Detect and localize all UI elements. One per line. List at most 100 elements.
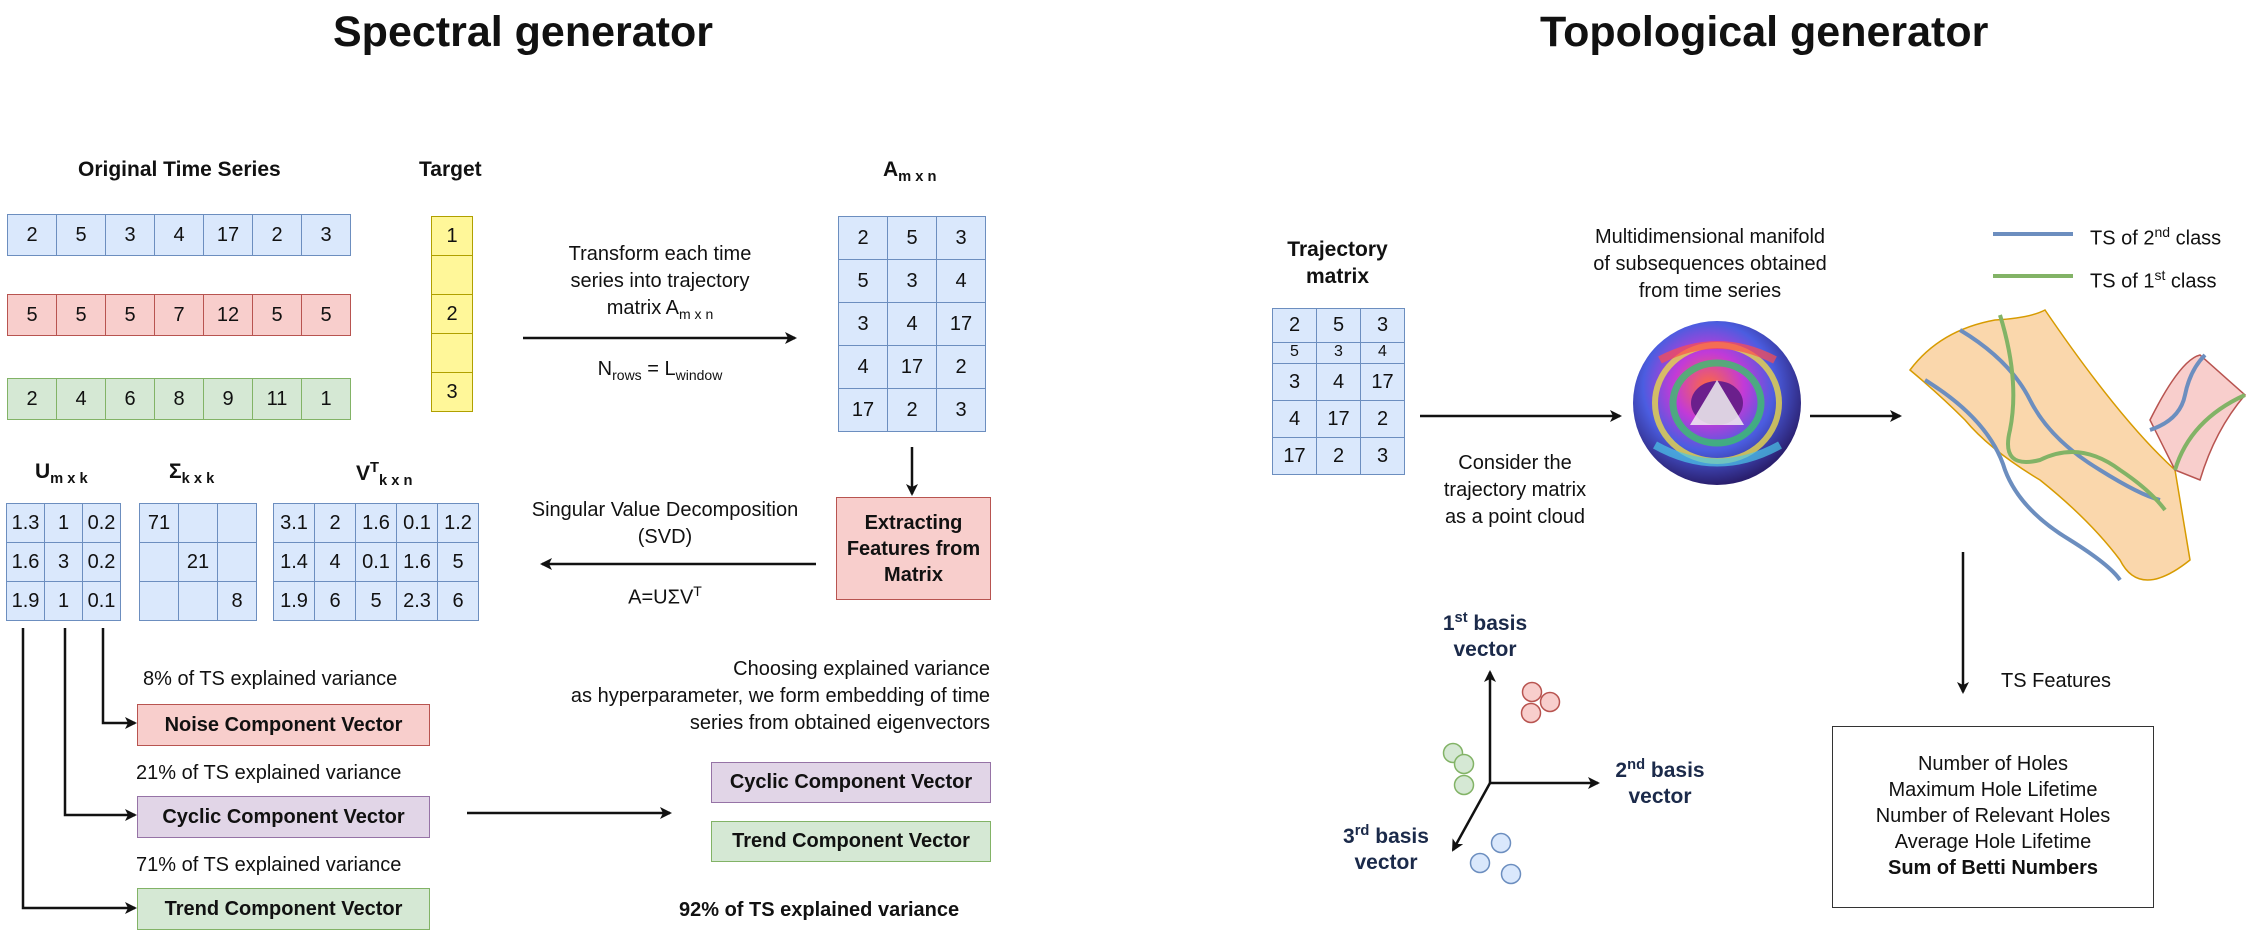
feature-item: Number of Holes <box>1917 753 2069 775</box>
V-cell: 1.4 <box>273 542 315 582</box>
target-column: 1 2 3 <box>431 216 473 412</box>
A-label: Am x n <box>883 158 937 185</box>
ts-features-label: TS Features <box>2001 670 2112 692</box>
S-cell <box>139 542 179 582</box>
nrows-sub: rows <box>612 367 642 383</box>
U-cell: 0.2 <box>82 542 121 582</box>
transform-text: Transform each time series into trajecto… <box>520 241 800 328</box>
traj-cell: 4 <box>1360 342 1405 364</box>
nrows-eq: = L <box>641 358 676 380</box>
basis-3-sup: rd <box>1354 823 1370 839</box>
point-cloud-text: Consider the trajectory matrix as a poin… <box>1400 450 1630 531</box>
manifold-line: of subsequences obtained <box>1593 253 1827 275</box>
transform-line: Transform each time <box>568 243 752 265</box>
extract-features-box: Extracting Features from Matrix <box>836 497 991 600</box>
target-cell <box>431 333 473 373</box>
U-cell: 1 <box>44 503 83 543</box>
manifold-line: from time series <box>1638 280 1782 302</box>
basis-3-end: basis <box>1369 825 1429 848</box>
legend-2nd-text: TS of 2 <box>2090 227 2155 250</box>
series-cell: 5 <box>7 294 57 336</box>
V-cell: 1.2 <box>437 503 479 543</box>
V-sup: T <box>370 460 379 476</box>
noise-connector <box>101 628 137 729</box>
var-trend-text: 71% of TS explained variance <box>136 854 402 876</box>
choose-line: as hyperparameter, we form embedding of … <box>570 685 990 707</box>
A-cell: 3 <box>936 388 986 432</box>
traj-cell: 5 <box>1316 308 1361 343</box>
basis-1-sup: st <box>1454 610 1468 626</box>
traj-cell: 2 <box>1360 400 1405 438</box>
choose-line: Choosing explained variance <box>733 658 990 680</box>
nrows-sub2: window <box>675 367 723 383</box>
series-row-2: 5 5 5 7 12 5 5 <box>7 294 351 336</box>
U-cell: 1 <box>44 581 83 621</box>
series-cell: 17 <box>203 214 253 256</box>
A-cell: 3 <box>887 259 937 303</box>
S-cell <box>217 542 257 582</box>
series-cell: 5 <box>105 294 155 336</box>
trend-component-box-2: Trend Component Vector <box>711 821 991 862</box>
series-cell: 3 <box>301 214 351 256</box>
legend-2nd-class: TS of 2nd class <box>2090 219 2221 253</box>
U-cell: 1.3 <box>6 503 45 543</box>
torus-manifold <box>1633 321 1801 485</box>
manifold-surface <box>1908 309 2247 582</box>
legend-1st-class: TS of 1st class <box>2090 262 2217 296</box>
S-cell: 71 <box>139 503 179 543</box>
basis-3-num: 3 <box>1343 825 1355 848</box>
basis-3-label: 3rd basis vector <box>1331 818 1441 876</box>
series-cell: 4 <box>154 214 204 256</box>
svd-formula-sup: T <box>693 583 702 599</box>
A-cell: 5 <box>887 216 937 260</box>
target-cell: 3 <box>431 372 473 412</box>
feature-item: Number of Relevant Holes <box>1875 805 2111 827</box>
S-cell <box>178 581 218 621</box>
traj-cell: 4 <box>1316 363 1361 401</box>
V-cell: 5 <box>437 542 479 582</box>
trajectory-label-line: Trajectory <box>1287 238 1388 261</box>
V-cell: 2 <box>314 503 356 543</box>
series-cell: 5 <box>252 294 302 336</box>
manifold-line: Multidimensional manifold <box>1594 226 1826 248</box>
U-cell: 3 <box>44 542 83 582</box>
series-row-1: 2 5 3 4 17 2 3 <box>7 214 351 256</box>
target-label: Target <box>419 158 482 181</box>
traj-cell: 17 <box>1316 400 1361 438</box>
A-cell: 2 <box>838 216 888 260</box>
series-cell: 5 <box>56 214 106 256</box>
S-cell <box>139 581 179 621</box>
U-cell: 0.1 <box>82 581 121 621</box>
trend-component-box: Trend Component Vector <box>137 888 430 930</box>
basis-2-sup: nd <box>1627 757 1646 773</box>
S-cell: 8 <box>217 581 257 621</box>
basis-1-num: 1 <box>1442 612 1455 635</box>
series-cell: 8 <box>154 378 204 420</box>
transform-line: series into trajectory <box>570 270 750 292</box>
legend-1st-end: class <box>2165 270 2217 293</box>
S-sub: k x k <box>181 471 215 488</box>
V-cell: 0.1 <box>355 542 397 582</box>
series-cell: 1 <box>301 378 351 420</box>
trend-connector <box>21 628 137 914</box>
total-variance-text: 92% of TS explained variance <box>679 899 960 921</box>
series-cell: 3 <box>105 214 155 256</box>
legend-1st-text: TS of 1 <box>2090 270 2155 293</box>
svd-formula-text: A=UΣV <box>628 586 694 609</box>
A-cell: 5 <box>838 259 888 303</box>
A-cell: 4 <box>887 302 937 346</box>
traj-cell: 3 <box>1360 437 1405 475</box>
A-cell: 2 <box>887 388 937 432</box>
V-cell: 1.9 <box>273 581 315 621</box>
series-cell: 12 <box>203 294 253 336</box>
S-letter: Σ <box>169 460 182 483</box>
V-letter: V <box>356 462 371 485</box>
traj-cell: 17 <box>1360 363 1405 401</box>
U-cell: 0.2 <box>82 503 121 543</box>
U-sub: m x k <box>50 471 88 488</box>
A-letter: A <box>883 158 899 181</box>
feature-item: Average Hole Lifetime <box>1894 831 2092 853</box>
ts-features-box: Number of Holes Maximum Hole Lifetime Nu… <box>1832 726 2154 908</box>
spectral-title: Spectral generator <box>333 8 713 56</box>
